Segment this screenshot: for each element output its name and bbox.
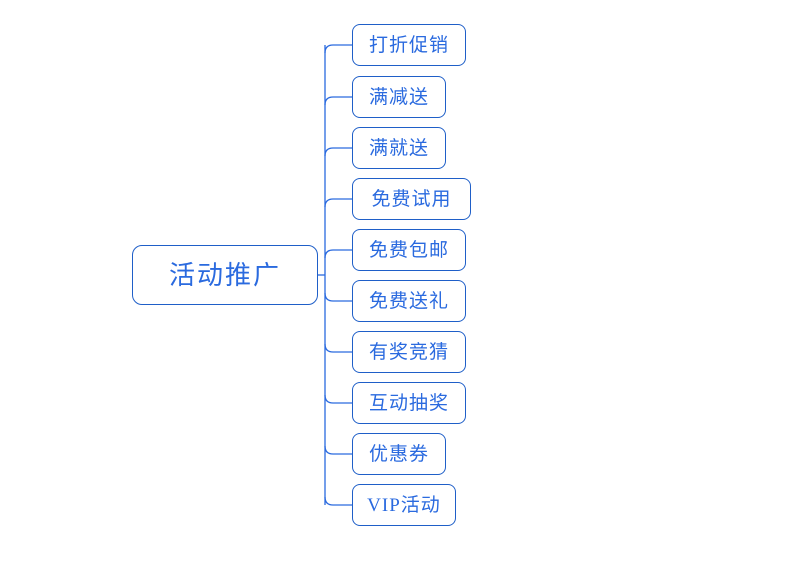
connector-branch-8	[324, 394, 352, 404]
child-node-label: 免费试用	[371, 188, 452, 210]
connector-branch-6	[324, 292, 352, 302]
connector-branch-10	[324, 496, 352, 506]
child-node-5[interactable]: 免费包邮	[352, 229, 466, 271]
child-node-10[interactable]: VIP活动	[352, 484, 456, 526]
child-node-4[interactable]: 免费试用	[352, 178, 471, 220]
child-node-label: 满就送	[368, 137, 429, 159]
child-node-label: 有奖竞猜	[368, 341, 449, 363]
child-node-3[interactable]: 满就送	[352, 127, 446, 169]
child-node-label: 互动抽奖	[368, 392, 449, 414]
child-node-label: 打折促销	[368, 34, 449, 56]
connector-branch-9	[324, 445, 352, 455]
connector-branch-1	[324, 44, 352, 54]
child-node-8[interactable]: 互动抽奖	[352, 382, 466, 424]
connector-branch-4	[324, 198, 352, 208]
connector-branch-7	[324, 343, 352, 353]
connector-branch-5	[324, 249, 352, 259]
child-node-2[interactable]: 满减送	[352, 76, 446, 118]
child-node-6[interactable]: 免费送礼	[352, 280, 466, 322]
child-node-label: 免费送礼	[368, 290, 449, 312]
child-node-7[interactable]: 有奖竞猜	[352, 331, 466, 373]
root-node-activity-promotion[interactable]: 活动推广	[132, 245, 318, 305]
child-node-label: 免费包邮	[368, 239, 449, 261]
child-node-label: 优惠券	[368, 443, 429, 465]
child-node-label: 满减送	[368, 86, 429, 108]
child-node-label: VIP活动	[367, 494, 441, 516]
connector-branch-2	[324, 96, 352, 106]
connector-branch-3	[324, 147, 352, 157]
child-node-9[interactable]: 优惠券	[352, 433, 446, 475]
child-node-1[interactable]: 打折促销	[352, 24, 466, 66]
root-node-label: 活动推广	[168, 260, 281, 290]
